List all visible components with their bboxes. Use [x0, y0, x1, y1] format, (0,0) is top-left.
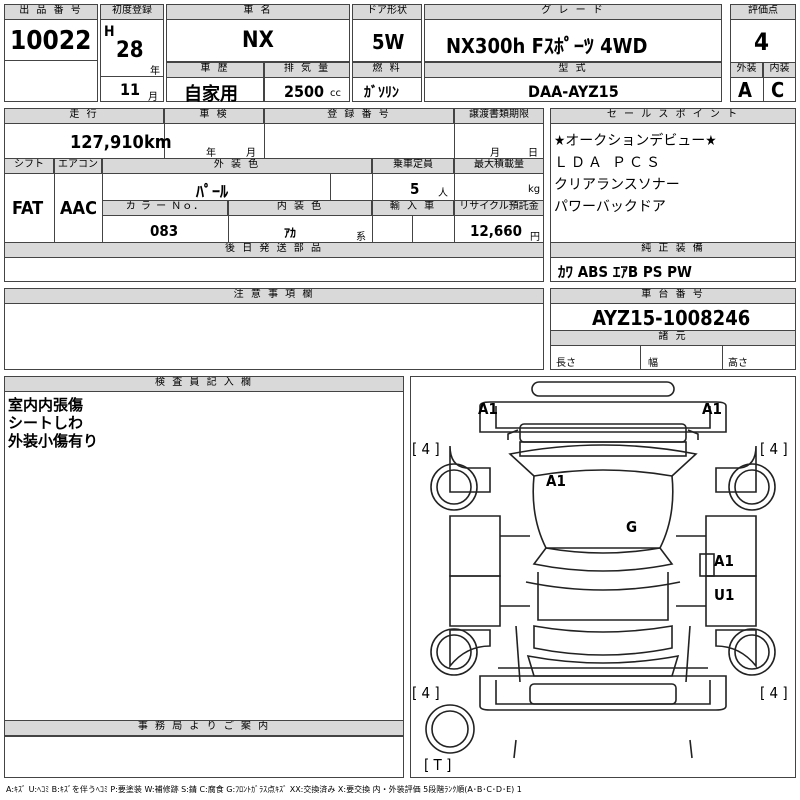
spare-tire: [ T ] [424, 756, 452, 774]
inspection-label: 車 検 [164, 108, 264, 124]
score: 4 [754, 28, 770, 56]
ext-grade: A [738, 78, 752, 102]
int-color-unit: 系 [356, 232, 366, 243]
legend: A:ｷｽﾞ U:ﾍｺﾐ B:ｷｽﾞを伴うﾍｺﾐ P:要塗装 W:補修跡 S:錆 … [6, 785, 522, 794]
inspector-note: 外装小傷有り [8, 432, 99, 450]
ext-label: 外装 [730, 62, 763, 78]
chassis-number: AYZ15-1008246 [592, 306, 751, 330]
import-label: 輸 入 車 [372, 200, 454, 216]
load-label: 最大積載量 [454, 158, 544, 174]
tire-tread: [ 4 ] [412, 440, 440, 458]
model-label: 型 式 [424, 62, 722, 78]
selling-label: セ ー ル ス ポ イ ン ト [550, 108, 796, 124]
car-diagram [425, 381, 776, 759]
width-label: 幅 [648, 358, 658, 369]
grade-label: グ レ ー ド [424, 4, 722, 20]
reg-year: 28 [116, 38, 144, 63]
load-unit: kg [528, 184, 541, 195]
reg-month: 11 [120, 80, 141, 99]
color-no-label: カ ラ ー Ｎｏ． [102, 200, 228, 216]
transfer-day-unit: 日 [528, 148, 538, 159]
tire-tread: [ 4 ] [760, 440, 788, 458]
insp-month-unit: 月 [246, 148, 256, 159]
capacity-unit: 人 [438, 188, 448, 199]
selling-point: パワーバックドア [554, 199, 666, 215]
inspector-note: シートしわ [8, 414, 84, 432]
specs-label: 諸 元 [550, 330, 796, 346]
transfer-month-unit: 月 [490, 148, 500, 159]
history: 自家用 [184, 84, 238, 105]
score-label: 評価点 [730, 4, 796, 20]
mileage-label: 走 行 [4, 108, 164, 124]
damage-mark: A1 [714, 552, 734, 570]
reg-number-label: 登 録 番 号 [264, 108, 454, 124]
later-parts-label: 後 日 発 送 部 品 [4, 242, 544, 258]
shift: FAT [12, 198, 44, 219]
lot-label: 出 品 番 号 [4, 4, 98, 20]
damage-mark: A1 [478, 400, 498, 418]
ext-color-label: 外 装 色 [102, 158, 372, 174]
door-label: ドア形状 [352, 4, 422, 20]
displacement: 2500 [284, 82, 325, 101]
inspector-label: 検 査 員 記 入 欄 [4, 376, 404, 392]
notes-label: 注 意 事 項 欄 [4, 288, 544, 304]
selling-point: クリアランスソナー [554, 177, 680, 193]
recycle-label: リサイクル預託金 [454, 200, 544, 216]
capacity: 5 [410, 180, 420, 198]
displacement-unit: cc [330, 88, 341, 99]
office-label: 事 務 局 よ り ご 案 内 [4, 720, 404, 736]
transfer-label: 譲渡書類期限 [454, 108, 544, 124]
damage-diagram-box [410, 376, 796, 778]
length-label: 長さ [556, 358, 576, 369]
car-name-label: 車 名 [166, 4, 350, 20]
grade: NX300h Fｽﾎﾟｰﾂ 4WD [446, 34, 648, 58]
year-unit: 年 [150, 66, 160, 77]
door-type: 5W [372, 30, 405, 54]
ext-color: ﾊﾟｰﾙ [196, 182, 229, 201]
height-label: 高さ [728, 358, 748, 369]
era: H [104, 24, 115, 40]
int-label: 内装 [763, 62, 796, 78]
selling-point: ★オークションデビュー★ [554, 133, 717, 149]
first-reg-label: 初度登録 [100, 4, 164, 20]
displacement-label: 排 気 量 [264, 62, 350, 78]
selling-point: ＬＤＡ ＰＣＳ [554, 155, 663, 171]
fuel: ｶﾞｿﾘﾝ [364, 85, 399, 101]
color-no: 083 [150, 222, 179, 240]
lot-number: 10022 [10, 26, 92, 56]
damage-mark: A1 [546, 472, 566, 490]
capacity-label: 乗車定員 [372, 158, 454, 174]
ac: AAC [60, 198, 97, 219]
fuel-label: 燃 料 [352, 62, 422, 78]
int-grade: C [771, 78, 785, 102]
history-label: 車 歴 [166, 62, 264, 78]
shift-label: シフト [4, 158, 54, 174]
tire-tread: [ 4 ] [412, 684, 440, 702]
equipment: ｶﾜ ABS ｴｱB PS PW [558, 263, 692, 281]
lot-box [4, 4, 98, 102]
inspector-note: 室内内張傷 [8, 396, 84, 414]
first-reg-box [100, 4, 164, 102]
recycle-unit: 円 [530, 232, 540, 243]
mileage: 127,910 [70, 132, 144, 153]
inspector-box [4, 376, 404, 778]
recycle: 12,660 [470, 222, 523, 240]
model-code: DAA-AYZ15 [528, 82, 619, 101]
tire-tread: [ 4 ] [760, 684, 788, 702]
equipment-label: 純 正 装 備 [550, 242, 796, 258]
int-color-label: 内 装 色 [228, 200, 372, 216]
month-unit: 月 [148, 92, 158, 103]
car-name: NX [242, 28, 274, 53]
damage-mark: G [626, 518, 638, 536]
damage-mark: U1 [714, 586, 735, 604]
insp-year-unit: 年 [206, 148, 216, 159]
mileage-unit: km [144, 132, 172, 153]
chassis-label: 車 台 番 号 [550, 288, 796, 304]
damage-mark: A1 [702, 400, 722, 418]
int-color: ｱｶ [284, 226, 297, 240]
ac-label: エアコン [54, 158, 102, 174]
